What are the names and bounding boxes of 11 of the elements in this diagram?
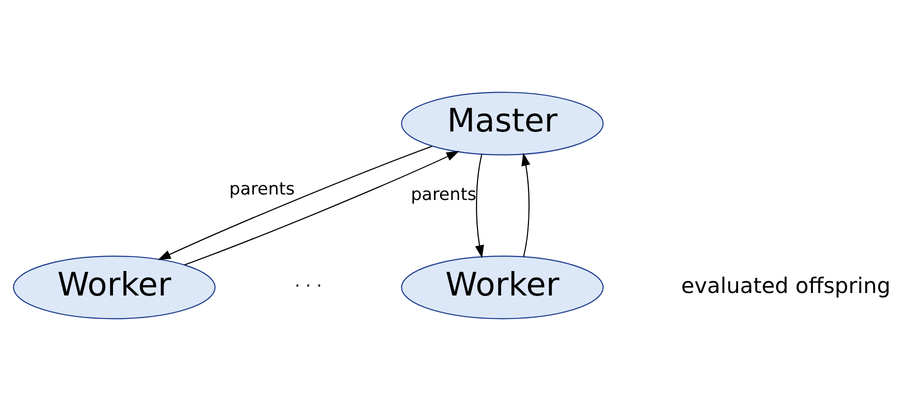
label: · · ·: [294, 276, 322, 296]
arrow: [184, 150, 460, 265]
node-ellipse: Worker: [12, 255, 216, 319]
node-ellipse: Master: [401, 91, 604, 155]
edge-label: parents: [410, 184, 476, 205]
arrow: [521, 152, 530, 256]
label: evaluated offspring: [681, 273, 891, 298]
arrow: [475, 154, 484, 258]
arrow: [158, 145, 432, 260]
edge-label: parents: [229, 179, 295, 200]
node-ellipse: Worker: [401, 255, 604, 319]
